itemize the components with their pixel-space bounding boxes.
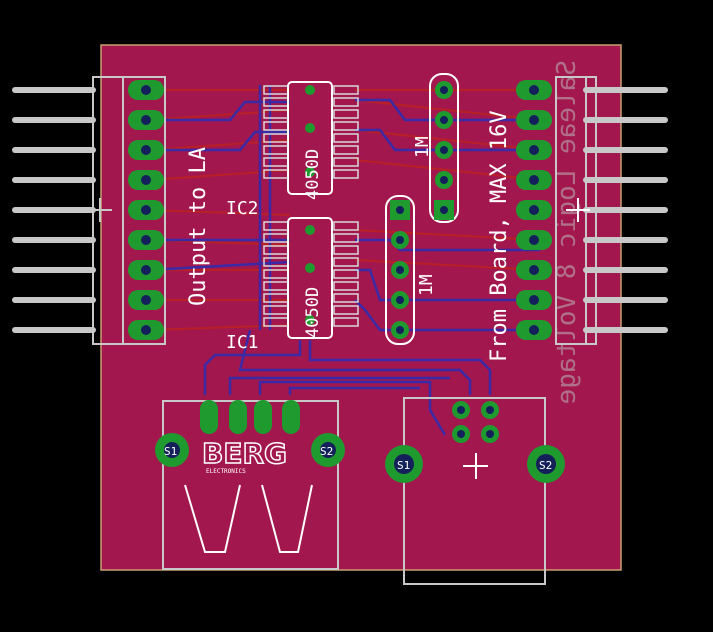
from-board-label: From Board, MAX 16V [487,110,512,362]
svg-text:1M: 1M [412,136,433,158]
resistor-top: 1M [412,73,459,223]
usb-s2: S2 [320,445,333,458]
conn-s1: S1 [397,459,410,472]
usb-connector: S1 S2 BERG ELECTRONICS [155,400,345,570]
svg-text:4050D: 4050D [303,149,323,200]
ic2: 4050D [263,81,359,200]
resistor-mid: 1M [385,195,437,345]
ic1-label: IC1 [226,332,259,353]
right-header [555,76,668,345]
conn-s2: S2 [539,459,552,472]
berg-logo: BERG [202,437,287,470]
berg-sub: ELECTRONICS [206,468,246,475]
svg-text:4050D: 4050D [303,287,323,338]
left-header [12,76,166,345]
ic2-label: IC2 [226,198,259,219]
svg-text:1M: 1M [416,274,437,296]
ic1: 4050D [263,217,359,339]
right-header-pads [516,80,552,340]
usb-s1: S1 [164,445,177,458]
right-connector: S1 S2 [385,397,565,585]
left-header-pads [128,80,164,340]
output-label: Output to LA [186,147,211,306]
